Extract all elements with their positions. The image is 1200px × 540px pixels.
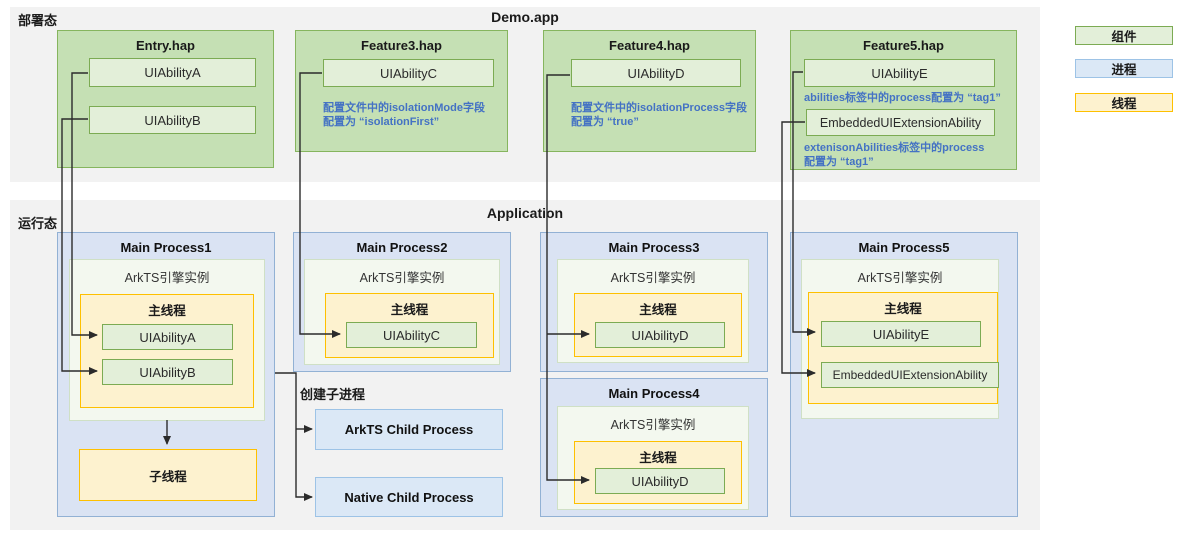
hap-feature5-title: Feature5.hap (863, 38, 944, 53)
hap-feature4-title: Feature4.hap (609, 38, 690, 53)
engine-label-1: ArkTS引擎实例 (124, 271, 210, 285)
child-thread-box: 子线程 (79, 449, 257, 501)
feature5-note2-line1: extenisonAbilities标签中的process (804, 142, 985, 154)
ability-embedded-deploy: EmbeddedUIExtensionAbility (806, 109, 995, 136)
main-thread-5: 主线程 UIAbilityE EmbeddedUIExtensionAbilit… (808, 292, 999, 404)
hap-feature4: Feature4.hap UIAbilityD 配置文件中的isolationP… (543, 30, 756, 152)
ability-uiabilityd-deploy: UIAbilityD (571, 59, 741, 87)
runtime-section-label: 运行态 (18, 216, 58, 231)
main-process3-title: Main Process3 (608, 240, 700, 255)
main-thread-label-2: 主线程 (390, 303, 429, 317)
ability-uiabilitya-deploy: UIAbilityA (89, 58, 256, 87)
legend-thread: 线程 (1075, 93, 1173, 112)
main-process1: Main Process1 ArkTS引擎实例 主线程 UIAbilityA U… (57, 232, 275, 517)
feature3-note: 配置文件中的isolationMode字段 配置为 “isolationFirs… (323, 101, 485, 129)
feature5-note2: extenisonAbilities标签中的process 配置为 “tag1” (804, 141, 984, 169)
runtime-app-title: Application (486, 205, 564, 221)
ability-uiabilityc-runtime: UIAbilityC (346, 322, 477, 348)
engine-label-5: ArkTS引擎实例 (857, 271, 943, 285)
engine-box-4: ArkTS引擎实例 主线程 UIAbilityD (557, 406, 749, 510)
legend-component: 组件 (1075, 26, 1173, 45)
main-process2: Main Process2 ArkTS引擎实例 主线程 UIAbilityC (293, 232, 511, 372)
hap-entry: Entry.hap UIAbilityA UIAbilityB (57, 30, 274, 168)
legend-process: 进程 (1075, 59, 1173, 78)
ability-uiabilitye-runtime: UIAbilityE (821, 321, 981, 347)
main-thread-2: 主线程 UIAbilityC (325, 293, 494, 358)
main-process4: Main Process4 ArkTS引擎实例 主线程 UIAbilityD (540, 378, 768, 517)
ability-uiabilityd-runtime-p3: UIAbilityD (595, 322, 725, 348)
main-thread-label-1: 主线程 (148, 304, 186, 318)
ability-uiabilityb-runtime: UIAbilityB (102, 359, 233, 385)
hap-entry-title: Entry.hap (136, 38, 195, 53)
engine-box-5: ArkTS引擎实例 主线程 UIAbilityE EmbeddedUIExten… (801, 259, 999, 419)
hap-feature3-title: Feature3.hap (361, 38, 442, 53)
feature4-note-line2: 配置为 “true” (571, 116, 639, 128)
main-thread-4: 主线程 UIAbilityD (574, 441, 742, 504)
main-thread-label-3: 主线程 (639, 303, 677, 317)
ability-uiabilitya-runtime: UIAbilityA (102, 324, 233, 350)
engine-box-3: ArkTS引擎实例 主线程 UIAbilityD (557, 259, 749, 363)
arkts-child-process-box: ArkTS Child Process (315, 409, 503, 450)
engine-box-1: ArkTS引擎实例 主线程 UIAbilityA UIAbilityB (69, 259, 265, 421)
ability-uiabilityd-runtime-p4: UIAbilityD (595, 468, 725, 494)
ability-uiabilitye-deploy: UIAbilityE (804, 59, 995, 87)
main-process5: Main Process5 ArkTS引擎实例 主线程 UIAbilityE E… (790, 232, 1018, 517)
engine-label-2: ArkTS引擎实例 (359, 271, 445, 285)
engine-box-2: ArkTS引擎实例 主线程 UIAbilityC (304, 259, 500, 365)
main-process2-title: Main Process2 (356, 240, 448, 255)
main-process1-title: Main Process1 (120, 240, 212, 255)
feature5-note1: abilities标签中的process配置为 “tag1” (804, 92, 1001, 104)
main-thread-3: 主线程 UIAbilityD (574, 293, 742, 357)
ability-embedded-runtime: EmbeddedUIExtensionAbility (821, 362, 999, 388)
engine-label-3: ArkTS引擎实例 (610, 271, 696, 285)
hap-feature3: Feature3.hap UIAbilityC 配置文件中的isolationM… (295, 30, 508, 152)
feature4-note: 配置文件中的isolationProcess字段 配置为 “true” (571, 101, 747, 129)
ability-uiabilityc-deploy: UIAbilityC (323, 59, 494, 87)
feature3-note-line2: 配置为 “isolationFirst” (323, 116, 440, 128)
main-thread-label-4: 主线程 (639, 451, 677, 465)
feature4-note-line1: 配置文件中的isolationProcess字段 (571, 102, 748, 114)
engine-label-4: ArkTS引擎实例 (610, 418, 696, 432)
hap-feature5: Feature5.hap UIAbilityE abilities标签中的pro… (790, 30, 1017, 170)
ability-uiabilityb-deploy: UIAbilityB (89, 106, 256, 134)
deployment-section-label: 部署态 (18, 13, 58, 28)
main-thread-1: 主线程 UIAbilityA UIAbilityB (80, 294, 254, 408)
feature5-note2-line2: 配置为 “tag1” (804, 156, 874, 168)
main-thread-label-5: 主线程 (884, 302, 922, 316)
feature3-note-line1: 配置文件中的isolationMode字段 (323, 102, 485, 114)
main-process3: Main Process3 ArkTS引擎实例 主线程 UIAbilityD (540, 232, 768, 372)
main-process5-title: Main Process5 (858, 240, 950, 255)
main-process4-title: Main Process4 (608, 386, 700, 401)
native-child-process-box: Native Child Process (315, 477, 503, 517)
deployment-app-title: Demo.app (491, 9, 559, 25)
create-child-process-label: 创建子进程 (300, 387, 366, 402)
